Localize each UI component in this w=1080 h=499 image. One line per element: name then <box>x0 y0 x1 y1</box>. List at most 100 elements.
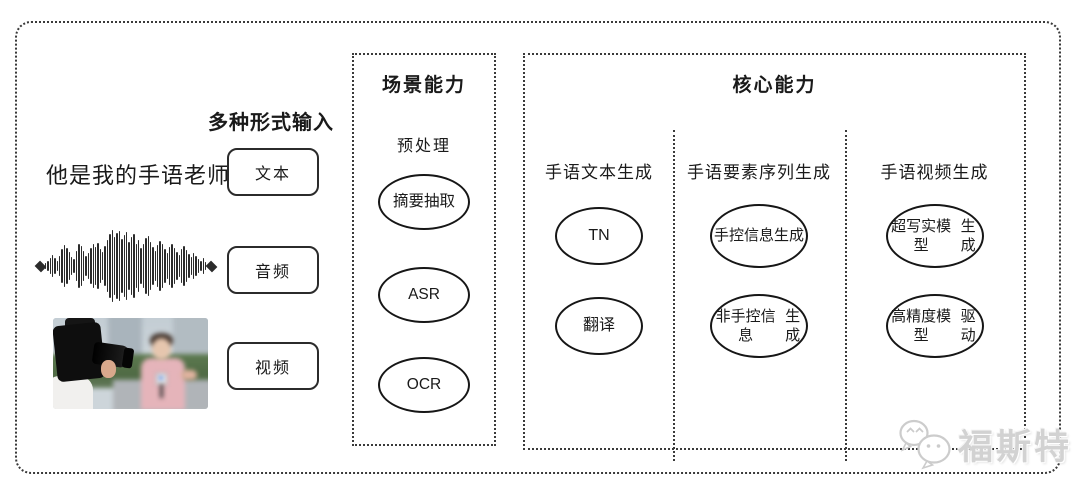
waveform-bar <box>195 256 197 276</box>
waveform-bar <box>173 248 176 284</box>
waveform-bar <box>94 247 97 285</box>
waveform-bar <box>157 245 159 287</box>
waveform-bar <box>99 249 102 283</box>
scene-box-subtitle: 预处理 <box>396 138 451 155</box>
waveform-bar <box>51 255 54 277</box>
waveform-bar <box>118 231 121 301</box>
core-node: 非手控信息生成 <box>710 294 808 358</box>
core-column-header: 手语文本生成 <box>545 163 653 182</box>
waveform-bar <box>142 244 145 288</box>
column-divider <box>673 130 675 461</box>
input-type-video-box: 视频 <box>227 342 319 390</box>
waveform-bar <box>145 238 147 294</box>
waveform-bar <box>104 246 106 286</box>
waveform-bar <box>59 256 61 276</box>
waveform-bar <box>169 247 171 285</box>
waveform-bar <box>192 253 195 279</box>
scene-box-title: 场景能力 <box>381 75 466 96</box>
waveform-bar <box>204 262 207 270</box>
waveform-bar <box>147 236 149 296</box>
waveform-bar <box>54 258 56 274</box>
core-node: 超写实模型生成 <box>885 204 984 268</box>
core-node: 翻译 <box>555 297 643 355</box>
waveform-bar <box>106 240 109 292</box>
waveform-bar <box>200 261 202 271</box>
photo-reporter-head <box>152 338 171 360</box>
waveform-bar <box>123 235 125 297</box>
waveform-bar <box>73 259 75 273</box>
example-sentence-text: 他是我的手语老师 <box>46 163 231 188</box>
scene-node: ASR <box>378 267 470 323</box>
waveform-bar <box>85 256 87 276</box>
waveform-bar <box>126 232 128 300</box>
waveform-bar <box>171 244 173 288</box>
waveform-bar <box>90 248 92 284</box>
waveform-bar <box>140 248 142 284</box>
waveform-bar <box>190 257 192 275</box>
scene-node: 摘要抽取 <box>378 174 470 230</box>
waveform-bar <box>133 234 135 298</box>
waveform-bar <box>180 249 183 283</box>
input-type-text-box: 文本 <box>227 148 319 196</box>
waveform-bar <box>102 252 104 280</box>
photo-reporter-arm <box>181 370 197 380</box>
core-column-2: 手语要素序列生成手控信息生成非手控信息生成 <box>673 55 845 448</box>
waveform-bar <box>47 261 49 271</box>
core-node: 高精度模型驱动 <box>885 294 984 358</box>
waveform-bar <box>159 241 161 291</box>
core-node: TN <box>555 207 643 265</box>
waveform-bar <box>63 245 66 287</box>
photo-microphone-logo <box>159 376 163 380</box>
photo-microphone-handle <box>160 384 163 398</box>
waveform-bar <box>87 253 90 279</box>
outer-dotted-border <box>15 21 1061 474</box>
waveform-bar <box>161 244 164 288</box>
video-input-photo <box>53 318 208 409</box>
waveform-bar <box>92 244 94 288</box>
waveform-bar <box>66 248 68 284</box>
waveform-bar <box>188 254 190 278</box>
waveform-bar <box>149 242 152 290</box>
watermark: 福斯特 <box>896 416 1072 472</box>
waveform-bar <box>137 240 140 292</box>
audio-waveform-bars <box>44 229 208 303</box>
waveform-bar <box>97 243 99 289</box>
core-column-1: 手语文本生成 TN 翻译 <box>525 55 673 448</box>
waveform-bar <box>121 239 123 293</box>
scene-node: OCR <box>378 357 470 413</box>
waveform-bar <box>202 258 204 274</box>
waveform-bar <box>178 255 180 277</box>
waveform-bar <box>61 249 63 283</box>
waveform-bar <box>128 242 130 290</box>
watermark-text: 福斯特 <box>958 427 1073 467</box>
photo-cameraman-shoulder <box>53 376 93 409</box>
waveform-bar <box>111 230 114 302</box>
waveform-bar <box>68 252 71 280</box>
mascot-bubbles-icon <box>899 419 951 470</box>
waveform-bar <box>109 234 111 298</box>
waveform-bar <box>49 258 51 274</box>
waveform-bar <box>114 237 116 295</box>
input-type-audio-box: 音频 <box>227 246 319 294</box>
waveform-bar <box>154 251 157 281</box>
waveform-bar <box>116 233 118 299</box>
waveform-bar <box>78 244 80 288</box>
core-box-title: 核心能力 <box>732 75 817 96</box>
audio-waveform-icon <box>34 229 218 303</box>
waveform-bar <box>197 259 200 273</box>
waveform-bar <box>176 252 178 280</box>
core-node: 手控信息生成 <box>710 204 808 268</box>
waveform-bar <box>185 250 188 282</box>
waveform-bar <box>56 261 59 271</box>
waveform-bar <box>80 246 82 286</box>
waveform-bar <box>135 244 137 288</box>
column-divider <box>845 130 847 461</box>
waveform-bar <box>152 247 154 285</box>
input-section-label: 多种形式输入 <box>208 112 334 134</box>
waveform-bar <box>75 251 78 281</box>
waveform-bar <box>164 249 166 283</box>
waveform-bar <box>183 246 185 286</box>
waveform-bar <box>82 251 85 281</box>
